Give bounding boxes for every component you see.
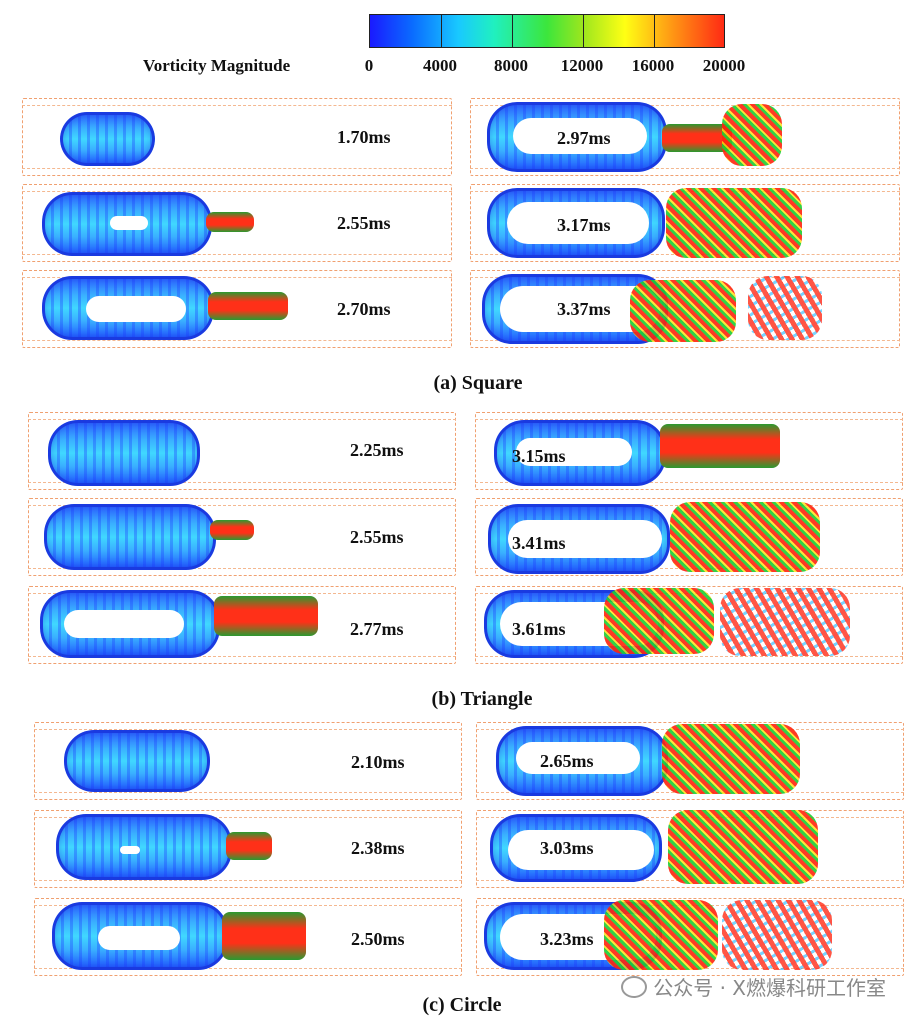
flame-front-iso	[42, 276, 214, 340]
flame-jet	[662, 124, 732, 152]
turbulent-flame-tip	[722, 104, 782, 166]
turbulent-flame-tip	[720, 588, 850, 656]
flame-front-iso	[494, 420, 666, 486]
colorbar-tick: 20000	[702, 56, 746, 75]
domain-box	[34, 722, 462, 800]
flame-jet	[660, 424, 780, 468]
time-label: 3.03ms	[540, 838, 594, 858]
flame-front-iso	[64, 730, 210, 792]
flame-front-iso	[52, 902, 228, 970]
domain-box	[34, 898, 462, 976]
flame-jet	[210, 520, 254, 540]
time-label: 3.15ms	[512, 446, 566, 466]
time-label: 2.38ms	[351, 838, 405, 858]
watermark-text: 公众号 · X燃爆科研工作室	[653, 976, 886, 1000]
time-label: 2.65ms	[540, 751, 594, 771]
flame-front-iso	[44, 504, 216, 570]
time-label: 2.70ms	[337, 299, 391, 319]
vorticity-colorbar	[369, 14, 725, 48]
time-label: 3.23ms	[540, 929, 594, 949]
colorbar-tick: 4000	[423, 56, 457, 75]
domain-box	[22, 98, 452, 176]
turbulent-flame-tip	[604, 900, 718, 970]
time-label: 2.55ms	[350, 527, 404, 547]
time-label: 2.10ms	[351, 752, 405, 772]
flame-jet	[206, 212, 254, 232]
turbulent-flame-tip	[670, 502, 820, 572]
flame-front-iso	[56, 814, 232, 880]
time-label: 2.97ms	[557, 128, 611, 148]
flame-jet	[222, 912, 306, 960]
domain-box	[475, 412, 903, 490]
flame-front-iso	[42, 192, 212, 256]
time-label: 3.41ms	[512, 533, 566, 553]
flame-jet	[208, 292, 288, 320]
panel-caption: (c) Circle	[422, 994, 502, 1016]
domain-box	[34, 810, 462, 888]
flame-front-iso	[40, 590, 220, 658]
time-label: 3.17ms	[557, 215, 611, 235]
domain-box	[470, 98, 900, 176]
flame-jet	[214, 596, 318, 636]
flame-front-iso	[490, 814, 662, 882]
time-label: 2.25ms	[350, 440, 404, 460]
turbulent-flame-tip	[604, 588, 714, 654]
time-label: 3.37ms	[557, 299, 611, 319]
turbulent-flame-tip	[668, 810, 818, 884]
time-label: 2.55ms	[337, 213, 391, 233]
colorbar-tick: 0	[364, 56, 374, 75]
turbulent-flame-tip	[748, 276, 822, 340]
wechat-icon	[621, 976, 648, 998]
colorbar-tick: 16000	[631, 56, 675, 75]
domain-box	[28, 412, 456, 490]
flame-front-iso	[48, 420, 200, 486]
panel-caption: (a) Square	[433, 372, 523, 394]
turbulent-flame-tip	[722, 900, 832, 970]
watermark: 公众号 · X燃爆科研工作室	[621, 972, 886, 1001]
flame-front-iso	[488, 504, 670, 574]
turbulent-flame-tip	[666, 188, 802, 258]
time-label: 2.50ms	[351, 929, 405, 949]
turbulent-flame-tip	[662, 724, 800, 794]
colorbar-tick: 8000	[494, 56, 528, 75]
domain-box	[22, 184, 452, 262]
turbulent-flame-tip	[630, 280, 736, 342]
colorbar-tick: 12000	[560, 56, 604, 75]
domain-box	[28, 498, 456, 576]
time-label: 2.77ms	[350, 619, 404, 639]
time-label: 1.70ms	[337, 127, 391, 147]
flame-front-iso	[487, 188, 665, 258]
legend-title: Vorticity Magnitude	[143, 56, 291, 75]
time-label: 3.61ms	[512, 619, 566, 639]
flame-jet	[226, 832, 272, 860]
flame-front-iso	[60, 112, 155, 166]
domain-box	[22, 270, 452, 348]
domain-box	[28, 586, 456, 664]
flame-front-iso	[496, 726, 668, 796]
panel-caption: (b) Triangle	[431, 688, 533, 710]
flame-front-iso	[487, 102, 667, 172]
